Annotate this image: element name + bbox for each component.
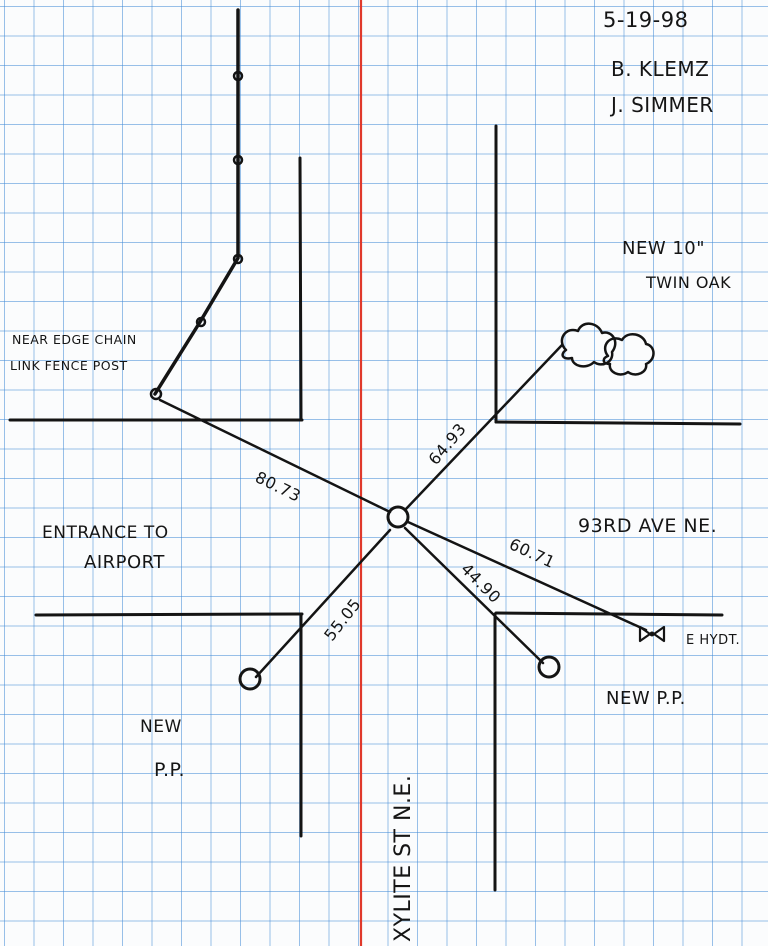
fence-post [232,70,244,82]
reference-point-icon [386,505,410,529]
distance-to-pole-left: 55.05 [320,595,365,645]
hydrant-icon [638,625,666,643]
fence-post-label: NEAR EDGE CHAIN [12,332,137,347]
fence-post [195,316,207,328]
power-pole-left-icon [238,667,262,691]
power-pole-left-label: NEW [140,717,182,737]
tie-line-twin-oak [403,343,564,512]
avenue-name-label: 93RD AVE NE. [578,515,717,537]
street-name-label: XYLITE ST N.E. [391,775,416,942]
tie-line-pole-left [254,528,392,679]
hydrant-label: E HYDT. [686,633,740,648]
fence-post-label: LINK FENCE POST [10,358,128,373]
distance-to-pole-right: 44.90 [457,559,505,607]
avenue-south-edge-left [34,612,304,617]
distance-to-twin-oak: 64.93 [425,419,471,468]
fence-post [232,154,244,166]
tie-line-fence-post [158,398,392,514]
twin-oak-tree-icon [560,322,655,376]
twin-oak-label: NEW 10" [622,238,705,259]
distance-to-hydrant: 60.71 [506,534,558,572]
fence-post-near-edge [149,387,163,401]
power-pole-right-icon [537,655,561,679]
surveyor-name: J. SIMMER [609,93,714,117]
fence-post [232,253,244,265]
tie-line-hydrant [406,520,648,632]
distance-to-fence-post: 80.73 [252,468,304,506]
power-pole-left-label: P.P. [154,759,185,781]
surveyor-name: B. KLEMZ [611,57,709,81]
avenue-north-edge-right [494,420,742,426]
entrance-label: ENTRANCE TO [42,523,169,543]
survey-date: 5-19-98 [603,8,688,32]
street-west-edge-north [298,156,303,421]
power-pole-right-label: NEW P.P. [606,688,686,709]
entrance-label: AIRPORT [84,552,165,573]
twin-oak-label: TWIN OAK [645,273,731,292]
chain-link-fence [153,8,240,396]
tie-line-pole-right [403,526,545,665]
